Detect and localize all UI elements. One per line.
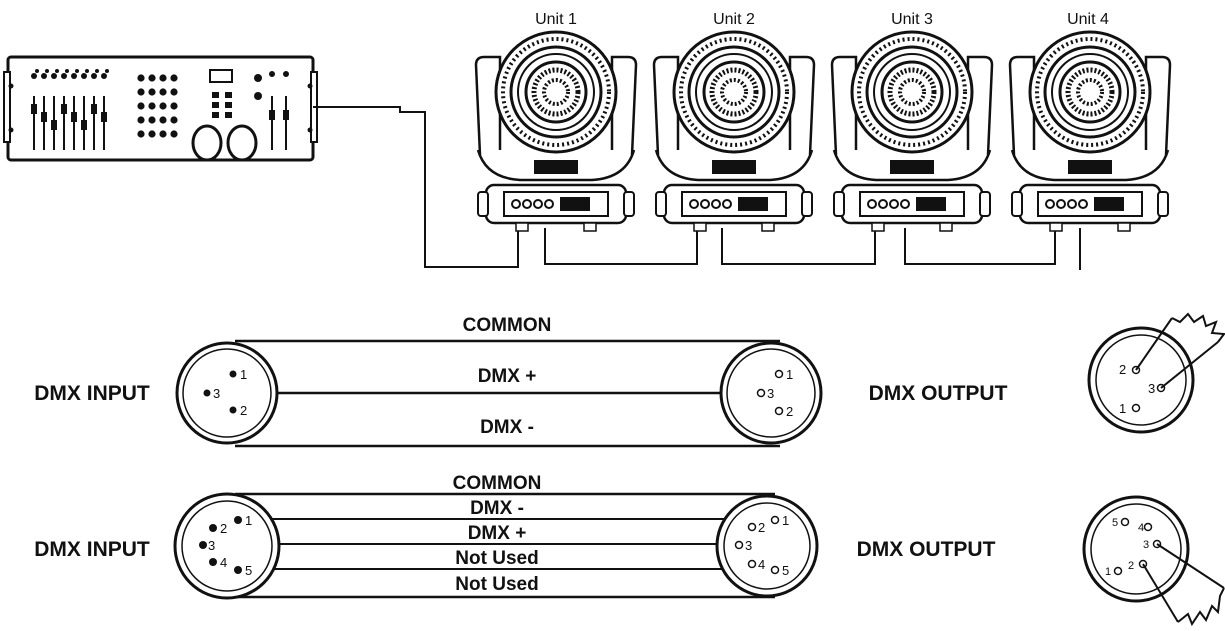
- dmx-output-label-3pin: DMX OUTPUT: [869, 382, 1008, 405]
- moving-head-unit-4: [1008, 30, 1172, 232]
- pin-label: 3: [208, 538, 215, 553]
- pin-label: 1: [782, 513, 789, 528]
- xlr5-input-connector: [173, 492, 281, 600]
- dmx-output-label-5pin: DMX OUTPUT: [857, 538, 996, 561]
- xlr3-plug-end-view: 2 3 1: [1087, 312, 1225, 434]
- wire-label-not-used-5pin: Not Used: [455, 548, 538, 569]
- pin-label: 3: [1148, 381, 1155, 396]
- controller-display: [209, 69, 233, 83]
- unit1-to-unit2-cable: [544, 228, 698, 265]
- controller-faders: [31, 69, 289, 150]
- pin-label: 4: [220, 555, 227, 570]
- pin-label: 5: [782, 563, 789, 578]
- dmx-controller: [3, 55, 318, 162]
- controller-wheel-left: [191, 124, 223, 162]
- controller-wheel-right: [226, 124, 258, 162]
- xlr3-output-connector: [719, 341, 823, 445]
- pin-label: 4: [758, 557, 765, 572]
- wire-label-common-5pin: COMMON: [453, 473, 542, 494]
- cable-5pin: DMX INPUT DMX OUTPUT COMMON DMX - DMX + …: [34, 473, 1225, 627]
- xlr3-input-connector: [175, 341, 279, 445]
- xlr5-plug-end-view: 5 4 3 2 1: [1082, 495, 1225, 627]
- unit-labels: Unit 1 Unit 2 Unit 3 Unit 4: [535, 11, 1109, 28]
- wire-label-dmx-minus-3pin: DMX -: [480, 417, 534, 438]
- controller-to-unit1-cable: [313, 106, 519, 268]
- pin-label: 5: [1112, 517, 1118, 529]
- unit3-to-unit4-cable: [904, 228, 1056, 265]
- controller-buttons: [137, 74, 262, 138]
- wire-label-dmx-plus-3pin: DMX +: [478, 366, 537, 387]
- wire-label-common-3pin: COMMON: [463, 315, 552, 336]
- unit-label-1: Unit 1: [535, 11, 577, 28]
- daisy-chain-cables: [313, 106, 1081, 270]
- unit-label-3: Unit 3: [891, 11, 933, 28]
- pin-label: 3: [1143, 539, 1149, 551]
- pin-label: 2: [758, 520, 765, 535]
- moving-head-unit-1: [474, 30, 638, 232]
- cable-3pin: DMX INPUT DMX OUTPUT COMMON DMX + DMX - …: [34, 312, 1225, 448]
- pin-label: 2: [1119, 362, 1126, 377]
- wire-label-dmx-plus-5pin: DMX +: [468, 523, 527, 544]
- dmx-input-label-3pin: DMX INPUT: [34, 382, 150, 405]
- pin-label: 1: [1105, 566, 1111, 578]
- moving-head-unit-3: [830, 30, 994, 232]
- probe-hand-icon: [1135, 312, 1225, 389]
- pin-label: 1: [245, 513, 252, 528]
- pin-label: 1: [786, 367, 793, 382]
- pin-label: 2: [786, 404, 793, 419]
- pin-label: 3: [767, 386, 774, 401]
- xlr5-output-connector: [715, 494, 819, 598]
- pin-label: 1: [240, 367, 247, 382]
- unit-label-2: Unit 2: [713, 11, 755, 28]
- pin-label: 3: [745, 538, 752, 553]
- pin-label: 5: [245, 563, 252, 578]
- pin-label: 2: [1128, 560, 1134, 572]
- wire-label-not-used-5pin: Not Used: [455, 574, 538, 595]
- wire-label-dmx-minus-5pin: DMX -: [470, 498, 524, 519]
- probe-hand-icon: [1142, 543, 1225, 627]
- dmx-input-label-5pin: DMX INPUT: [34, 538, 150, 561]
- pin-label: 4: [1138, 522, 1144, 534]
- unit2-to-unit3-cable: [721, 228, 876, 265]
- unit-label-4: Unit 4: [1067, 11, 1109, 28]
- pin-label: 1: [1119, 401, 1126, 416]
- pin-label: 3: [213, 386, 220, 401]
- moving-head-units: [474, 30, 1172, 232]
- pin-label: 2: [240, 403, 247, 418]
- moving-head-unit-2: [652, 30, 816, 232]
- pin-label: 2: [220, 521, 227, 536]
